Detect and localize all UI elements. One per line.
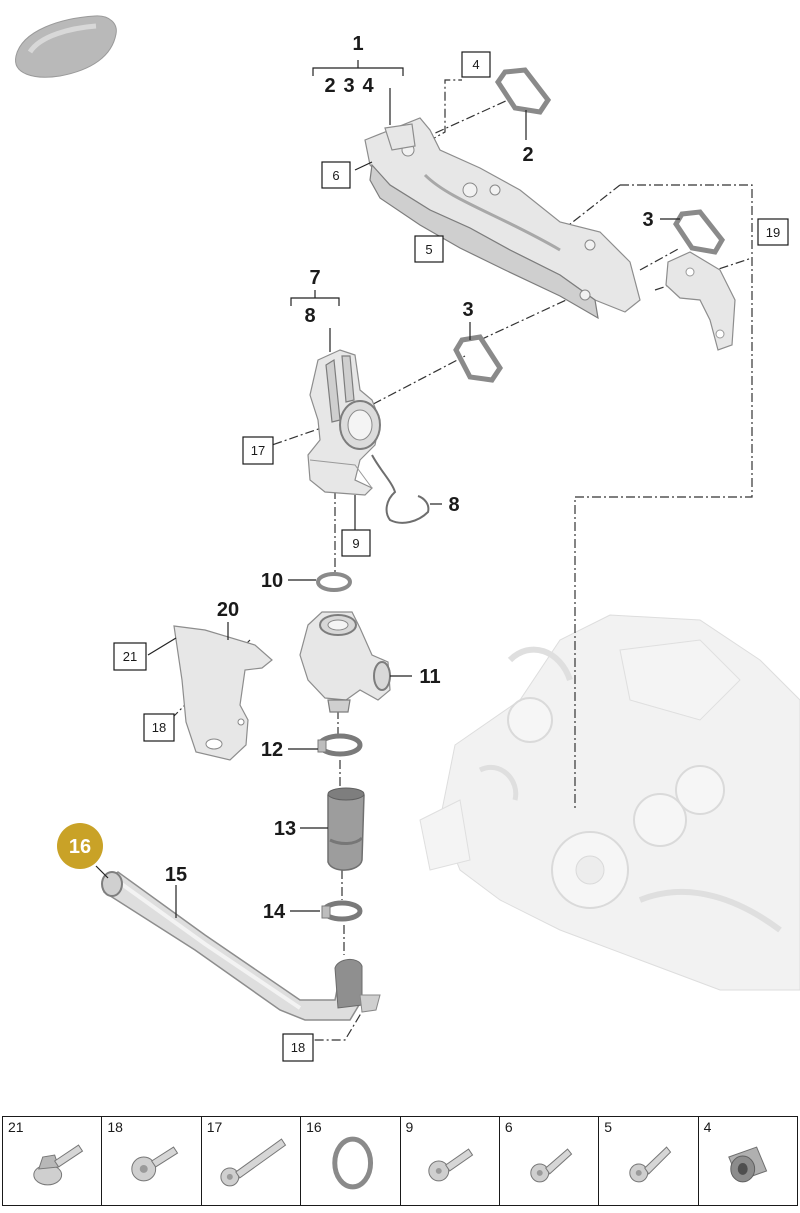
long-bolt-icon	[220, 1138, 286, 1187]
boxed-ref-19: 19	[757, 218, 789, 246]
svg-text:6: 6	[332, 168, 339, 183]
part-2-gasket	[494, 67, 552, 115]
callout-3-mid: 3	[462, 299, 473, 321]
strip-number: 18	[107, 1119, 123, 1135]
highlight-badge-16[interactable]: 16	[57, 823, 103, 869]
strip-number: 21	[8, 1119, 24, 1135]
strip-cell-18[interactable]: 18	[102, 1117, 202, 1205]
callout-2: 2	[522, 144, 533, 166]
part-11-valve	[299, 611, 391, 713]
callout-3-right: 3	[642, 209, 653, 231]
callout-11: 11	[419, 666, 440, 688]
callout-14: 14	[263, 901, 286, 923]
strip-cell-6[interactable]: 6	[500, 1117, 600, 1205]
callout-4-assembly: 4	[362, 75, 374, 97]
strip-number: 9	[405, 1119, 414, 1135]
boxed-ref-18-left: 18	[143, 713, 175, 742]
sleeve-icon	[727, 1146, 767, 1183]
strip-cell-9[interactable]: 9	[401, 1117, 500, 1205]
part-3-gasket-right	[673, 209, 726, 255]
part-8-clip	[371, 454, 430, 524]
boxed-ref-5: 5	[414, 235, 444, 263]
part-14-clamp	[321, 900, 363, 922]
callout-15: 15	[165, 864, 187, 886]
part-12-clamp	[317, 733, 363, 757]
part-1-manifold	[364, 117, 641, 320]
callout-3-assembly: 3	[343, 75, 354, 97]
strip-number: 17	[206, 1119, 223, 1135]
parts-strip: 21 18 17 16 9	[2, 1116, 798, 1206]
part-15-pipe	[101, 871, 381, 1021]
svg-text:19: 19	[766, 225, 780, 240]
svg-text:16: 16	[69, 836, 91, 858]
boxed-ref-21: 21	[113, 642, 147, 671]
callout-8-assembly: 8	[304, 305, 315, 327]
boxed-ref-18-bottom: 18	[282, 1033, 314, 1062]
o-ring-icon	[332, 1136, 374, 1190]
strip-cell-17[interactable]: 17	[202, 1117, 302, 1205]
callout-7: 7	[309, 267, 320, 289]
strip-cell-21[interactable]: 21	[3, 1117, 103, 1205]
callout-13: 13	[274, 818, 296, 840]
callout-1: 1	[352, 33, 363, 55]
part-10-o-ring	[316, 572, 352, 592]
leader-lines	[95, 60, 680, 918]
strip-cell-4[interactable]: 4	[699, 1117, 797, 1205]
screw-icon	[629, 1146, 672, 1183]
part-20-bracket	[173, 625, 273, 761]
car-silhouette-icon	[15, 15, 117, 78]
engine-background-image	[419, 614, 800, 991]
callout-8: 8	[448, 494, 459, 516]
callout-10: 10	[261, 570, 283, 592]
strip-number: 16	[306, 1119, 322, 1135]
boxed-ref-17: 17	[242, 436, 274, 465]
part-19-bracket	[665, 251, 736, 351]
strip-cell-16[interactable]: 16	[301, 1117, 401, 1205]
svg-text:9: 9	[352, 536, 359, 551]
screw-icon	[530, 1148, 573, 1183]
callout-2-assembly: 2	[324, 75, 335, 97]
boxed-ref-6: 6	[321, 161, 351, 189]
part-7-housing	[307, 349, 381, 496]
flange-bolt-icon	[33, 1144, 84, 1186]
strip-number: 4	[703, 1119, 712, 1135]
hex-bolt-icon	[427, 1148, 473, 1182]
strip-cell-5[interactable]: 5	[599, 1117, 699, 1205]
boxed-ref-9: 9	[341, 529, 371, 557]
short-bolt-icon	[131, 1146, 179, 1182]
svg-text:18: 18	[152, 720, 166, 735]
callout-12: 12	[261, 739, 283, 761]
svg-text:17: 17	[251, 443, 265, 458]
part-13-hose	[327, 787, 365, 871]
svg-text:5: 5	[425, 242, 432, 257]
svg-text:18: 18	[291, 1040, 305, 1055]
part-3-gasket-mid	[453, 334, 503, 383]
boxed-ref-4: 4	[461, 51, 491, 78]
svg-text:4: 4	[472, 57, 479, 72]
strip-number: 5	[604, 1119, 613, 1135]
strip-number: 6	[504, 1119, 513, 1135]
svg-text:21: 21	[123, 649, 137, 664]
callout-20: 20	[217, 599, 239, 621]
